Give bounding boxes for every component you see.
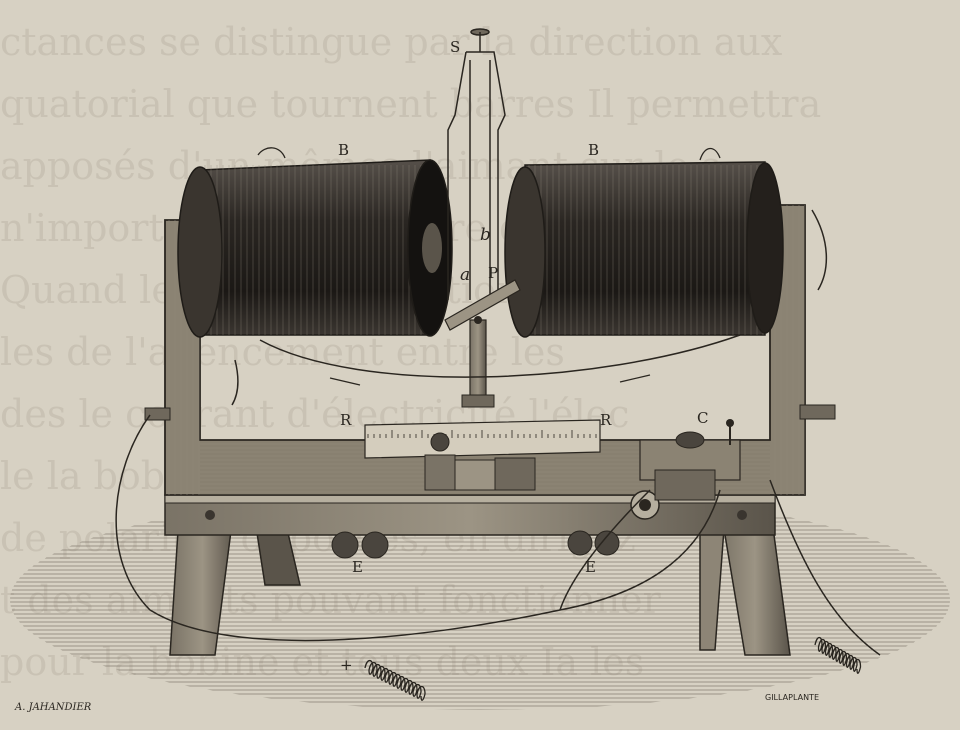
wires — [115, 209, 881, 656]
right-coil — [504, 161, 784, 338]
label-plus: + — [340, 656, 353, 674]
left-terminal-knob — [144, 407, 171, 421]
label-e-left: E — [352, 558, 363, 576]
label-s: S — [450, 38, 460, 56]
label-p: P — [488, 264, 498, 282]
trestle-legs — [169, 499, 791, 656]
label-c: C — [697, 409, 708, 427]
label-e-right: E — [585, 558, 596, 576]
current-arrows — [257, 147, 721, 386]
commutator — [630, 419, 741, 520]
label-b-left: B — [338, 141, 349, 159]
right-terminal-knob — [799, 404, 836, 420]
bleed-through-line: ctances se distingue par la direction au… — [0, 20, 782, 64]
label-r-right: R — [600, 411, 612, 429]
central-stand — [444, 279, 521, 408]
label-r-left: R — [340, 411, 352, 429]
suspension-frame — [447, 28, 506, 300]
signature-right: GILLAPLANTE — [765, 693, 819, 702]
left-coil — [177, 159, 453, 338]
rollers — [331, 530, 620, 559]
bleed-through-line: quatorial que tournent barres Il permett… — [0, 82, 821, 126]
label-b-lower: b — [480, 225, 491, 245]
coiled-springs — [364, 636, 862, 701]
graduated-rule — [364, 419, 601, 491]
signature-left: A. JAHANDIER — [14, 702, 92, 713]
base-beam — [164, 494, 776, 536]
label-a: a — [460, 265, 470, 285]
label-b-right: B — [588, 141, 599, 159]
